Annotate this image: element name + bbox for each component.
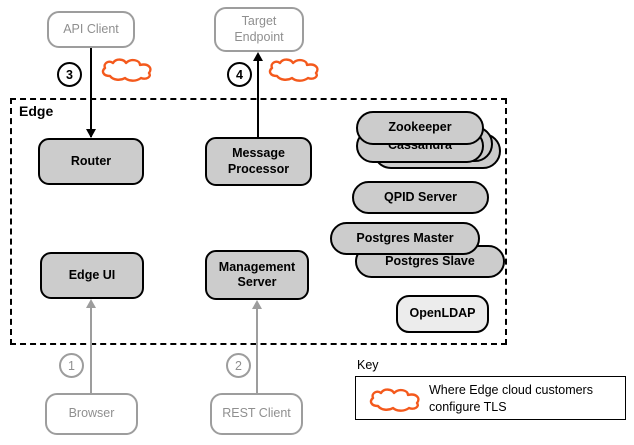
node-rest-client-label: REST Client (222, 406, 291, 421)
step-badge-1-label: 1 (68, 358, 75, 373)
arrowhead-target-endpoint-in (252, 52, 263, 61)
node-edge-ui[interactable]: Edge UI (40, 252, 144, 299)
node-edge-ui-label: Edge UI (68, 267, 116, 282)
node-message-processor[interactable]: Message Processor (205, 137, 312, 186)
cloud-icon-tls-4 (268, 58, 319, 82)
key-description-line2: configure TLS (429, 399, 507, 414)
node-target-endpoint-label-line2: Endpoint (234, 29, 284, 44)
node-qpid-server[interactable]: QPID Server (352, 181, 489, 214)
node-postgres-master[interactable]: Postgres Master (330, 222, 480, 255)
step-badge-1: 1 (59, 353, 84, 378)
key-title: Key (357, 358, 379, 372)
node-router-label: Router (70, 153, 112, 168)
step-badge-4-label: 4 (236, 67, 243, 82)
node-browser[interactable]: Browser (45, 393, 138, 435)
edge-zone-boundary (10, 98, 507, 345)
arrowhead-edge-ui-in (85, 299, 96, 308)
node-message-processor-label-line1: Message (232, 146, 285, 161)
node-openldap[interactable]: OpenLDAP (396, 295, 489, 333)
node-target-endpoint-label-line1: Target (241, 14, 277, 29)
node-zookeeper[interactable]: Zookeeper (356, 111, 484, 145)
node-browser-label: Browser (68, 406, 115, 421)
key-description: Where Edge cloud customers configure TLS (429, 382, 621, 416)
node-api-client-label: API Client (63, 21, 119, 36)
service-stack-zookeeper-cassandra: Cassandra Zookeeper (355, 111, 505, 188)
step-badge-2-label: 2 (235, 358, 242, 373)
step-badge-3-label: 3 (66, 67, 73, 82)
node-rest-client[interactable]: REST Client (210, 393, 303, 435)
arrowhead-management-server-in (251, 300, 262, 309)
node-management-server-label-line1: Management (218, 259, 296, 274)
node-target-endpoint[interactable]: Target Endpoint (214, 7, 304, 52)
node-management-server-label-line2: Server (237, 275, 277, 289)
node-postgres-slave-label: Postgres Slave (385, 253, 475, 268)
node-zookeeper-label: Zookeeper (388, 120, 452, 135)
arrowhead-router-in (85, 129, 96, 138)
step-badge-4: 4 (227, 62, 252, 87)
connector-api-client-to-router (90, 48, 92, 137)
key-description-line1: Where Edge cloud customers (429, 383, 593, 397)
node-qpid-server-label: QPID Server (384, 189, 457, 204)
step-badge-3: 3 (57, 62, 82, 87)
cloud-icon-key (369, 388, 420, 412)
node-api-client[interactable]: API Client (47, 11, 135, 48)
cloud-icon-tls-3 (101, 58, 152, 82)
connector-browser-to-edge-ui (90, 307, 92, 394)
node-message-processor-label-line2: Processor (227, 161, 290, 176)
connector-message-processor-to-target (257, 57, 259, 138)
edge-zone-label: Edge (19, 103, 54, 119)
connector-rest-client-to-management-server (256, 308, 258, 394)
node-router[interactable]: Router (38, 138, 144, 185)
step-badge-2: 2 (226, 353, 251, 378)
node-management-server[interactable]: Management Server (205, 250, 309, 300)
node-openldap-label: OpenLDAP (409, 306, 476, 321)
key-box (355, 376, 626, 420)
service-stack-postgres: Postgres Slave Postgres Master (330, 222, 505, 284)
node-postgres-master-label: Postgres Master (356, 230, 454, 245)
